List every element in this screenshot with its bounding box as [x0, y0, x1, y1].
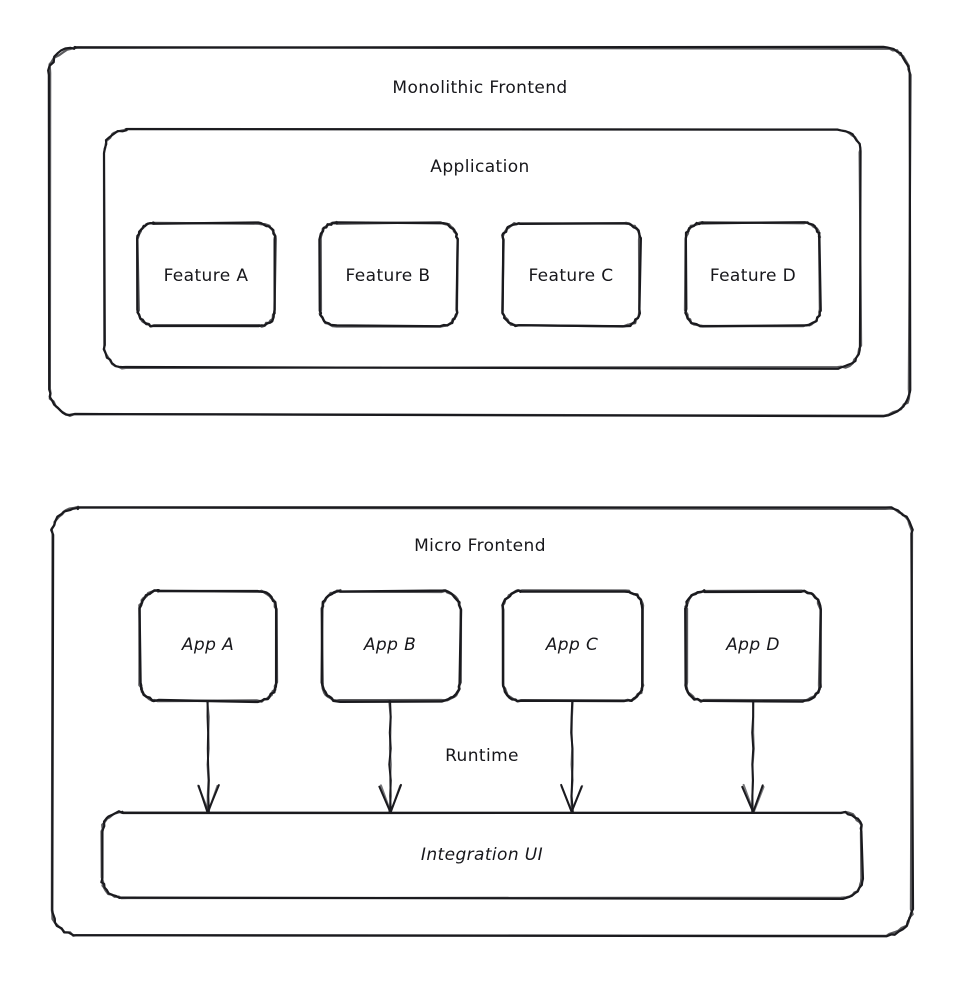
node-feature-c[interactable]: Feature C [528, 266, 614, 286]
edge-label-runtime: Runtime [445, 746, 519, 766]
monolithic-frontend-title: Monolithic Frontend [392, 78, 568, 98]
application-container-title: Application [430, 157, 530, 177]
node-app-c[interactable]: App C [545, 635, 599, 655]
node-app-b[interactable]: App B [363, 635, 417, 655]
micro-frontend-title: Micro Frontend [414, 536, 546, 556]
node-feature-a[interactable]: Feature A [163, 266, 249, 286]
node-feature-d[interactable]: Feature D [709, 266, 797, 286]
node-app-a[interactable]: App A [181, 635, 235, 655]
node-app-d[interactable]: App D [726, 635, 780, 655]
node-integration-ui[interactable]: Integration UI [420, 845, 544, 865]
node-feature-b[interactable]: Feature B [345, 266, 431, 286]
